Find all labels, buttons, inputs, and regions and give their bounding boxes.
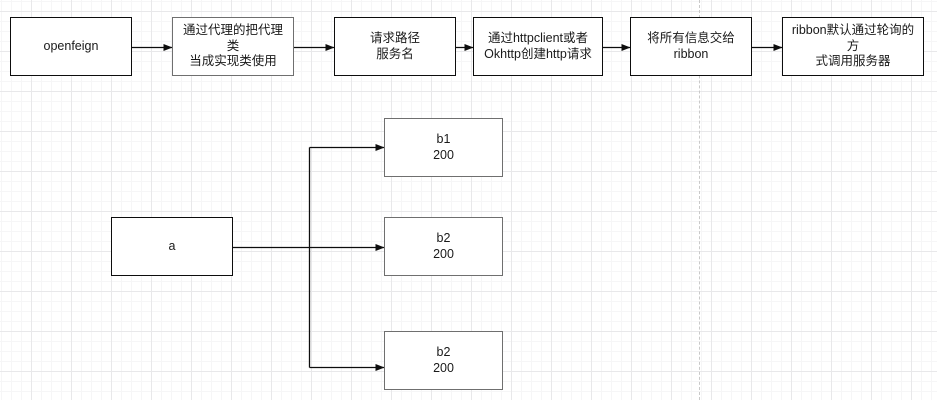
node-label-ribbon-round-robin: ribbon默认通过轮询的方 式调用服务器 — [791, 23, 915, 69]
node-proxy-as-impl[interactable]: 通过代理的把代理类 当成实现类使用 — [172, 17, 294, 76]
node-label-hand-info-to-ribbon: 将所有信息交给ribbon — [647, 30, 735, 61]
node-b2-bottom[interactable]: b2 200 — [384, 331, 503, 390]
node-label-proxy-as-impl: 通过代理的把代理类 当成实现类使用 — [182, 23, 283, 69]
node-create-http-request[interactable]: 通过httpclient或者 Okhttp创建http请求 — [473, 17, 603, 76]
node-openfeign[interactable]: openfeign — [10, 17, 132, 76]
node-label-create-http-request: 通过httpclient或者 Okhttp创建http请求 — [484, 30, 592, 61]
node-a[interactable]: a — [111, 217, 233, 276]
node-label-request-path-service-name: 请求路径 服务名 — [369, 30, 420, 61]
node-label-openfeign: openfeign — [43, 38, 99, 53]
node-ribbon-round-robin[interactable]: ribbon默认通过轮询的方 式调用服务器 — [782, 17, 924, 76]
node-b2-mid[interactable]: b2 200 — [384, 217, 503, 276]
node-b1[interactable]: b1 200 — [384, 118, 503, 177]
node-label-b1: b1 200 — [433, 131, 454, 162]
node-label-b2-mid: b2 200 — [433, 230, 454, 261]
node-label-b2-bottom: b2 200 — [433, 344, 454, 375]
node-label-a: a — [168, 238, 176, 253]
node-hand-info-to-ribbon[interactable]: 将所有信息交给ribbon — [630, 17, 752, 76]
node-request-path-service-name[interactable]: 请求路径 服务名 — [334, 17, 456, 76]
page-break-guide — [699, 0, 700, 400]
